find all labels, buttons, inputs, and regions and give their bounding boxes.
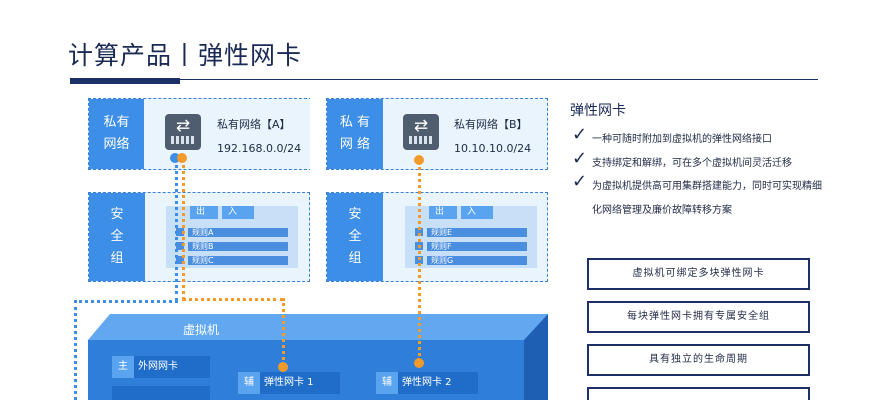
- feature-pill: 虚拟机可绑定多块弹性网卡: [587, 258, 810, 290]
- blue-link-line: [74, 300, 178, 303]
- rule-item: 规则C: [188, 256, 288, 265]
- rule-item: 规则E: [427, 228, 527, 237]
- feature-pill: 具有独立的生命周期: [587, 344, 810, 376]
- nic-tag: 辅: [376, 372, 398, 394]
- blue-link-line: [74, 300, 77, 400]
- nic-label: 弹性网卡 2: [402, 377, 452, 388]
- orange-link-endpoint: [414, 358, 424, 368]
- rule-bullet: [176, 228, 184, 236]
- orange-link-line: [418, 160, 421, 364]
- vm-body-top: [88, 314, 548, 340]
- network-a-title: 私有网络【A】: [217, 118, 291, 131]
- nic-tag: 主: [112, 356, 134, 378]
- network-b-title: 私有网络【B】: [454, 118, 528, 131]
- nic-elastic-2[interactable]: 辅 弹性网卡 2: [376, 372, 478, 394]
- nic-label: 弹性网卡 1: [264, 377, 314, 388]
- rule-table-b: 出 入 规则E 规则F 规则G: [405, 206, 537, 268]
- private-network-a-side-label: 私有 网络: [89, 99, 144, 169]
- rule-header-out: 出: [429, 206, 457, 219]
- rule-item: 规则B: [188, 242, 288, 251]
- feature-text: 一种可随时附加到虚拟机的弹性网络接口: [592, 134, 772, 145]
- panel-title: 弹性网卡: [570, 103, 626, 119]
- feature-text: 支持绑定和解绑，可在多个虚拟机间灵活迁移: [592, 158, 792, 169]
- checkmark-icon: ✓: [572, 171, 588, 192]
- orange-link-endpoint: [177, 153, 187, 163]
- feature-pill: 每块弹性网卡拥有专属安全组: [587, 301, 810, 333]
- side-label-line: 网络: [103, 137, 130, 152]
- router-icon: [403, 114, 439, 150]
- orange-link-line: [182, 158, 185, 300]
- orange-link-line: [182, 298, 284, 301]
- security-group-b-side-label: 安 全 组: [327, 193, 383, 281]
- nic-elastic-1[interactable]: 辅 弹性网卡 1: [238, 372, 340, 394]
- vm-label: 虚拟机: [183, 323, 220, 337]
- side-label-line: 私 有: [339, 115, 371, 130]
- nic-tag: 辅: [238, 372, 260, 394]
- rule-table-a: 出 入 规则A 规则B 规则C: [166, 206, 298, 268]
- feature-pill-partial: [587, 387, 810, 400]
- blue-link-line: [175, 158, 178, 302]
- rule-header-in: 入: [222, 206, 254, 219]
- title-underline-accent: [70, 78, 180, 84]
- blue-link-endpoint: [170, 153, 180, 163]
- rule-header-out: 出: [190, 206, 218, 219]
- router-icon: [165, 114, 201, 150]
- side-label-line: 全: [110, 229, 124, 244]
- network-b-cidr: 10.10.10.0/24: [454, 142, 532, 155]
- side-label-line: 组: [110, 251, 124, 266]
- side-label-line: 网 络: [339, 137, 371, 152]
- nic-primary[interactable]: 主 外网网卡: [112, 356, 210, 378]
- orange-link-endpoint: [278, 362, 288, 372]
- side-label-line: 安: [348, 207, 362, 222]
- security-group-a-side-label: 安 全 组: [89, 193, 145, 281]
- network-a-cidr: 192.168.0.0/24: [217, 142, 302, 155]
- checkmark-icon: ✓: [572, 124, 588, 145]
- orange-link-line: [282, 298, 285, 366]
- side-label-line: 组: [348, 251, 362, 266]
- side-label-line: 私有: [103, 115, 130, 130]
- nic-primary-lower: [112, 386, 210, 400]
- side-label-line: 安: [110, 207, 124, 222]
- checkmark-icon: ✓: [572, 148, 588, 169]
- orange-link-endpoint: [414, 155, 424, 165]
- private-network-b-side-label: 私 有 网 络: [327, 99, 383, 169]
- rule-item: 规则G: [427, 256, 527, 265]
- feature-text-continued: 化网络管理及廉价故障转移方案: [592, 205, 732, 216]
- side-label-line: 全: [348, 229, 362, 244]
- rule-header-in: 入: [461, 206, 493, 219]
- rule-item: 规则F: [427, 242, 527, 251]
- rule-bullet: [176, 242, 184, 250]
- nic-label: 外网网卡: [138, 361, 178, 372]
- page-title: 计算产品丨弹性网卡: [68, 41, 303, 70]
- rule-item: 规则A: [188, 228, 288, 237]
- feature-text: 为虚拟机提供高可用集群搭建能力，同时可实现精细: [592, 181, 822, 192]
- title-divider: [180, 79, 818, 80]
- gap: [310, 96, 326, 172]
- rule-bullet: [176, 256, 184, 264]
